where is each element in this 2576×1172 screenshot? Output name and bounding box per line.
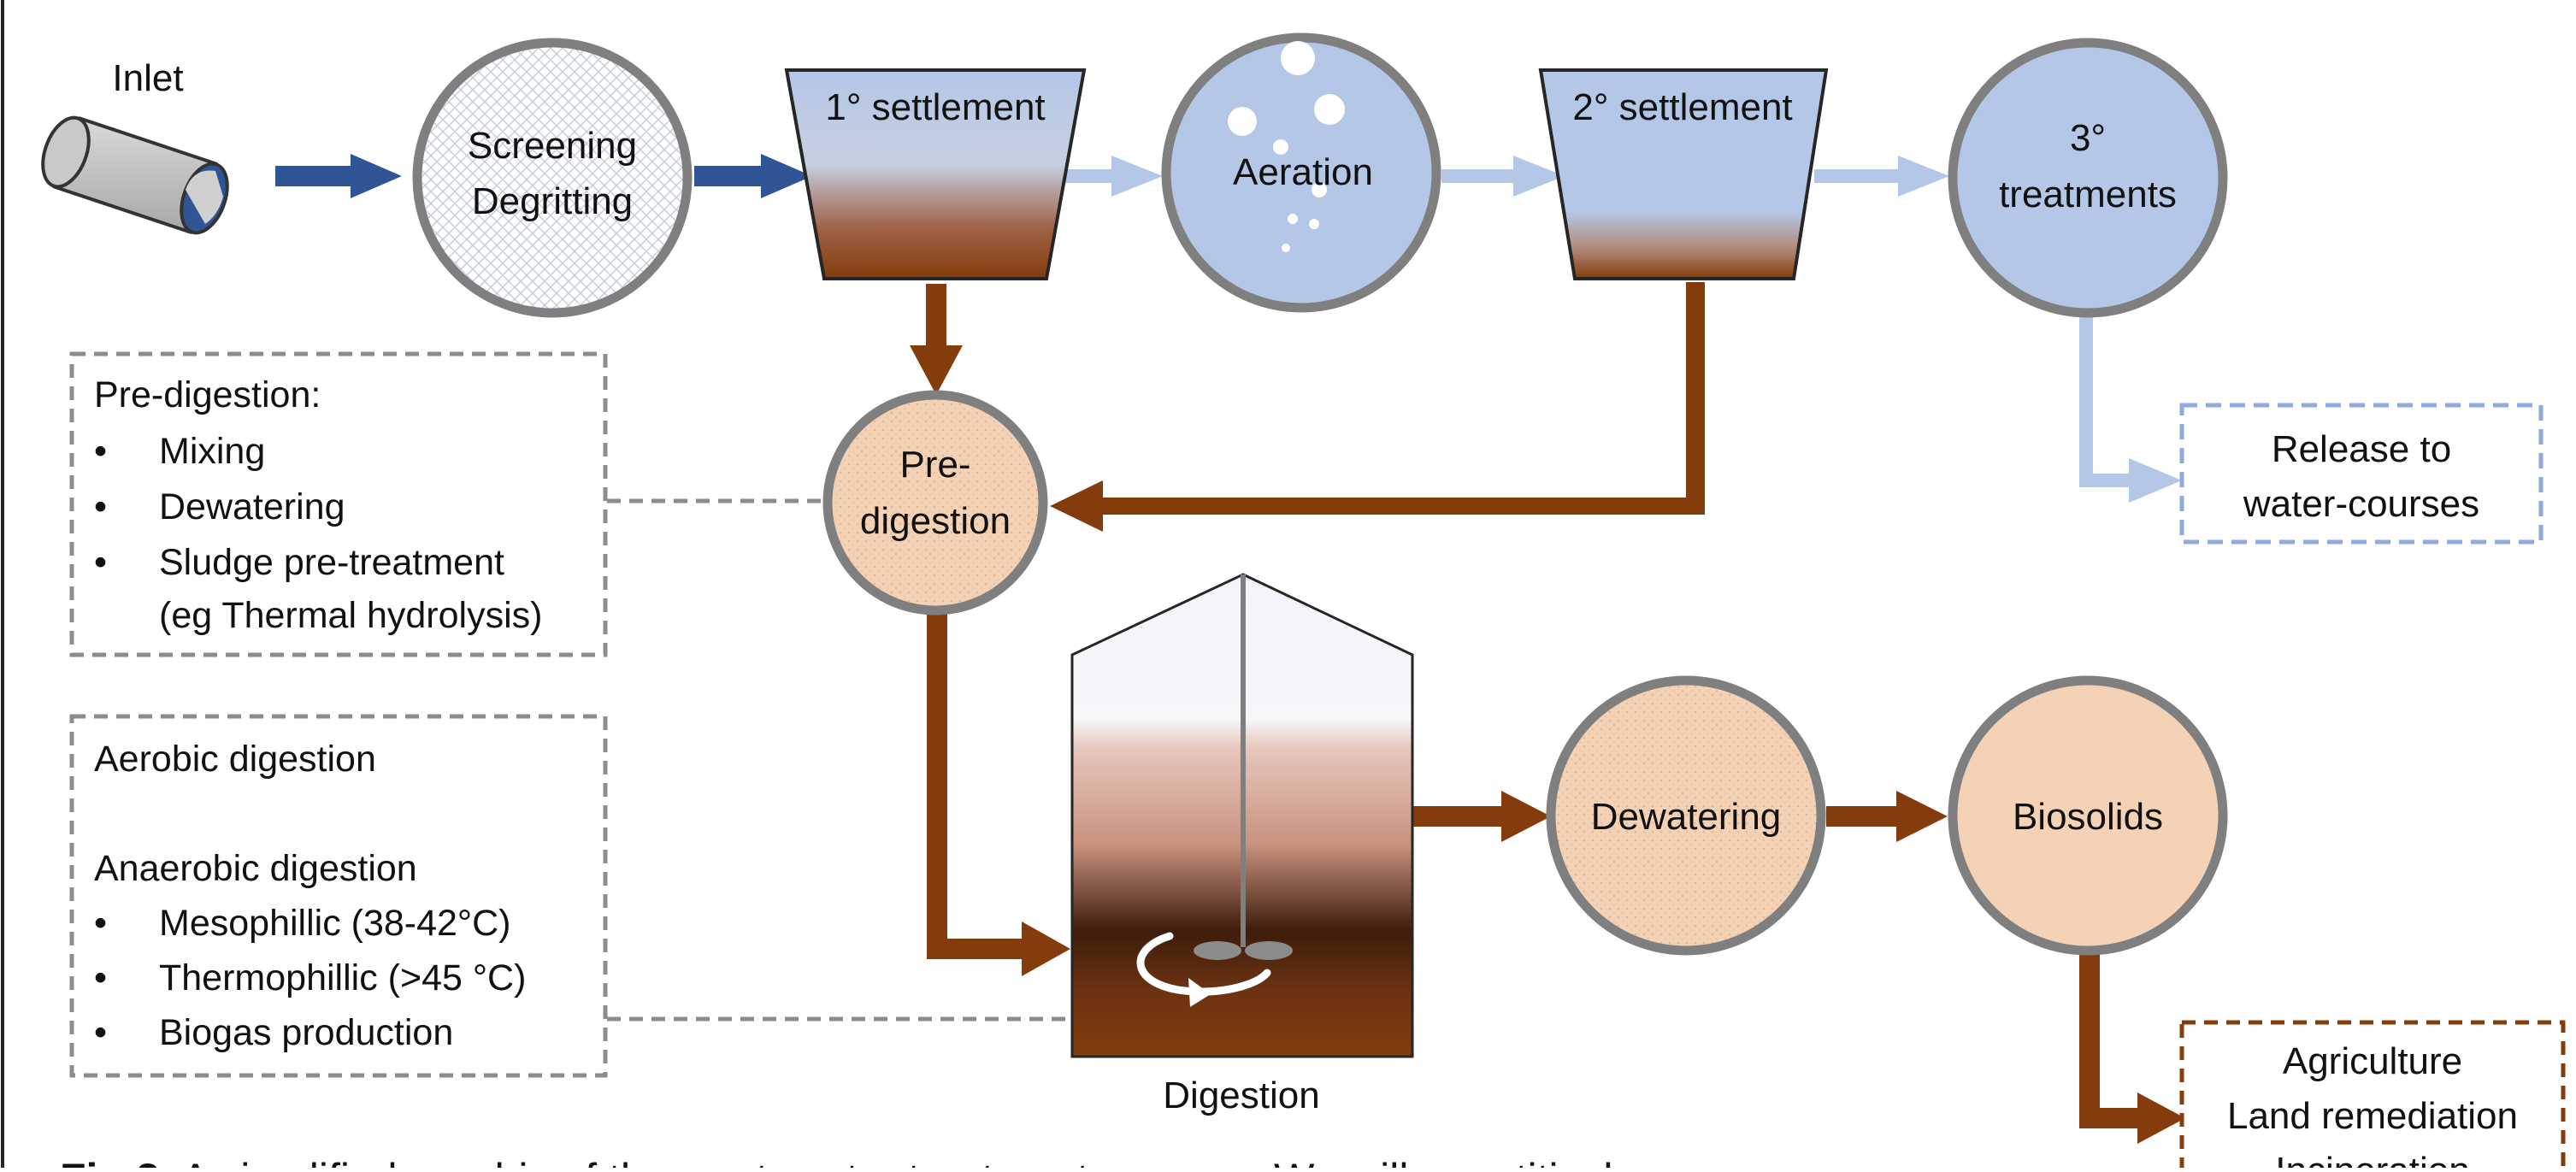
- bubble-icon: [1314, 94, 1345, 125]
- digester-tank: [1070, 573, 1414, 1058]
- inlet-label: Inlet: [112, 57, 183, 99]
- bullet: •: [94, 431, 107, 472]
- biosolids-node: [1948, 675, 2228, 956]
- secondary-settlement-tank: [1538, 68, 1829, 280]
- release-label-2: water-courses: [2243, 483, 2479, 525]
- screening-node: [412, 38, 693, 318]
- bullet: •: [94, 903, 107, 944]
- bullet: •: [94, 486, 107, 527]
- aeration-node: [1161, 32, 1441, 313]
- end-use-agriculture: Agriculture: [2283, 1040, 2462, 1082]
- predigestion-node: [822, 390, 1048, 615]
- arrow-inlet-to-screening: [275, 154, 402, 198]
- digestion-item-mesophillic: Mesophillic (38-42°C): [159, 903, 511, 944]
- inlet-pipe-icon: [41, 115, 229, 235]
- dewatering-label: Dewatering: [1591, 796, 1782, 838]
- primary-settlement-tank: [784, 68, 1087, 280]
- biosolids-label: Biosolids: [2013, 796, 2163, 838]
- predigestion-item-dewatering: Dewatering: [159, 486, 345, 527]
- tertiary-label-1: 3°: [2070, 117, 2106, 159]
- digestion-label: Digestion: [1163, 1075, 1319, 1116]
- arrow-dewatering-to-biosolids: [1826, 791, 1948, 842]
- arrow-digestion-to-dewatering: [1412, 791, 1551, 842]
- arrow-secondary-to-tertiary: [1814, 156, 1949, 197]
- bubble-icon: [1309, 219, 1319, 229]
- figure-caption-text: . A simplified graphic of the wastewater…: [160, 1155, 1635, 1168]
- bullet: •: [94, 957, 107, 998]
- predigestion-item-sludge-note: (eg Thermal hydrolysis): [159, 595, 542, 636]
- release-box: [2179, 403, 2544, 545]
- end-use-incineration: Incineration: [2275, 1150, 2469, 1168]
- predigestion-info-box: [69, 351, 608, 657]
- tertiary-node: [1948, 38, 2228, 318]
- figure-caption: Fig 2. A simplified graphic of the waste…: [60, 1155, 1635, 1168]
- digestion-box-aerobic: Aerobic digestion: [94, 739, 376, 780]
- bubble-icon: [1288, 214, 1298, 224]
- predigestion-box-title: Pre-digestion:: [94, 374, 321, 415]
- bullet: •: [94, 1012, 107, 1053]
- bubble-icon: [1281, 41, 1315, 75]
- arrow-tertiary-to-release: [2079, 315, 2182, 503]
- digestion-info-box: [69, 714, 608, 1078]
- aeration-label: Aeration: [1233, 151, 1373, 193]
- end-use-box: [2179, 1020, 2566, 1172]
- digestion-item-thermophillic: Thermophillic (>45 °C): [159, 957, 526, 998]
- arrow-primary-to-predigestion: [910, 284, 963, 395]
- predigestion-label-2: digestion: [860, 500, 1011, 542]
- release-label-1: Release to: [2272, 428, 2451, 470]
- arrow-secondary-to-predigestion: [1050, 282, 1705, 532]
- arrow-screening-to-primary: [694, 154, 812, 198]
- predigestion-label-1: Pre-: [899, 444, 970, 486]
- bubble-icon: [1273, 139, 1288, 155]
- bubble-icon: [1282, 244, 1290, 252]
- bubble-icon: [1312, 182, 1327, 197]
- digestion-box-anaerobic: Anaerobic digestion: [94, 848, 417, 889]
- bubble-icon: [1228, 107, 1257, 136]
- arrow-aeration-to-secondary: [1441, 156, 1565, 197]
- digestion-item-biogas: Biogas production: [159, 1012, 453, 1053]
- tertiary-label-2: treatments: [1999, 174, 2177, 215]
- bullet: •: [94, 542, 107, 583]
- screening-label-1: Screening: [468, 125, 637, 167]
- figure-caption-label: Fig 2: [60, 1155, 160, 1168]
- arrow-biosolids-to-enduse: [2079, 951, 2185, 1144]
- secondary-settlement-label: 2° settlement: [1572, 86, 1792, 128]
- primary-settlement-label: 1° settlement: [825, 86, 1045, 128]
- arrow-primary-to-aeration: [1058, 156, 1163, 197]
- dewatering-node: [1546, 675, 1826, 956]
- screening-label-2: Degritting: [472, 180, 633, 222]
- rotation-arrow-icon: [1136, 932, 1271, 996]
- predigestion-item-sludge: Sludge pre-treatment: [159, 542, 504, 583]
- end-use-land-remediation: Land remediation: [2227, 1095, 2518, 1137]
- arrow-predigestion-to-digestion: [927, 614, 1070, 976]
- predigestion-item-mixing: Mixing: [159, 431, 265, 472]
